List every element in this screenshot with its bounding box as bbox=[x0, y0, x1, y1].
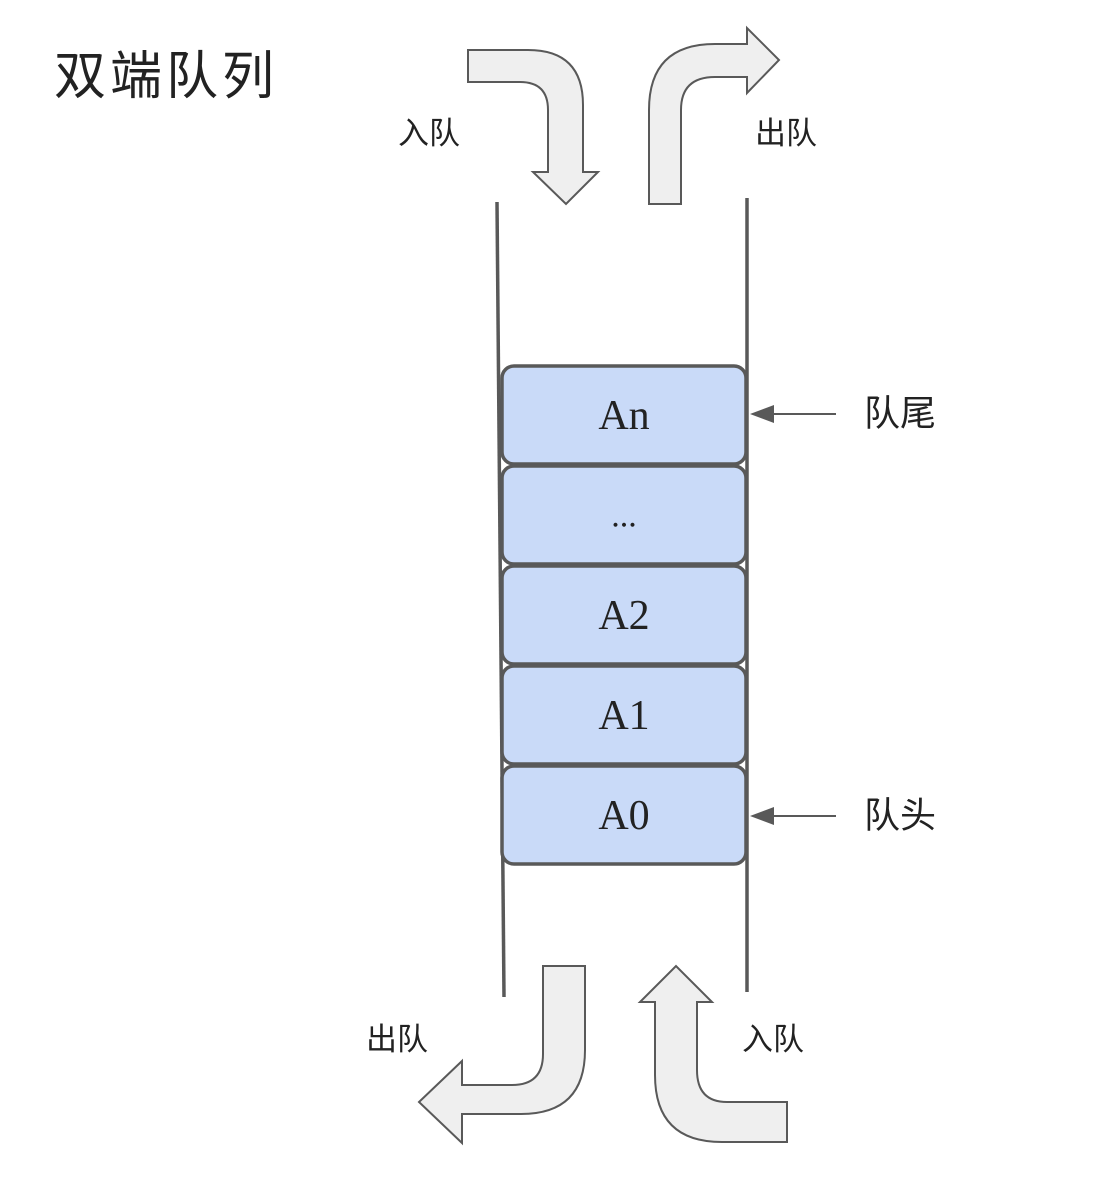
head-label: 队头 bbox=[864, 796, 936, 837]
cell-0: An bbox=[500, 364, 748, 466]
cell-4: A0 bbox=[500, 764, 748, 866]
bottom-enqueue-arrow-icon bbox=[637, 964, 788, 1143]
diagram-title: 双端队列 bbox=[54, 47, 279, 107]
cell-1: ... bbox=[500, 464, 748, 566]
bottom-dequeue-label: 出队 bbox=[366, 1022, 428, 1058]
top-enqueue-label: 入队 bbox=[398, 116, 460, 152]
tail-pointer bbox=[750, 405, 836, 423]
cell-2-label: A2 bbox=[598, 593, 649, 639]
bottom-dequeue-arrow-icon bbox=[417, 965, 586, 1146]
bottom-enqueue-label: 入队 bbox=[742, 1022, 804, 1058]
cell-1-label: ... bbox=[611, 498, 637, 535]
top-enqueue-arrow-icon bbox=[467, 49, 601, 206]
cell-4-label: A0 bbox=[598, 793, 649, 839]
top-dequeue-arrow-icon bbox=[648, 25, 781, 205]
top-dequeue-label: 出队 bbox=[755, 116, 817, 152]
tail-arrowhead-icon bbox=[750, 405, 774, 423]
head-arrowhead-icon bbox=[750, 807, 774, 825]
cell-0-label: An bbox=[598, 393, 649, 439]
head-pointer bbox=[750, 807, 836, 825]
tail-label: 队尾 bbox=[864, 394, 936, 435]
cell-3: A1 bbox=[500, 664, 748, 766]
cell-2: A2 bbox=[500, 564, 748, 666]
cell-3-label: A1 bbox=[598, 693, 649, 739]
